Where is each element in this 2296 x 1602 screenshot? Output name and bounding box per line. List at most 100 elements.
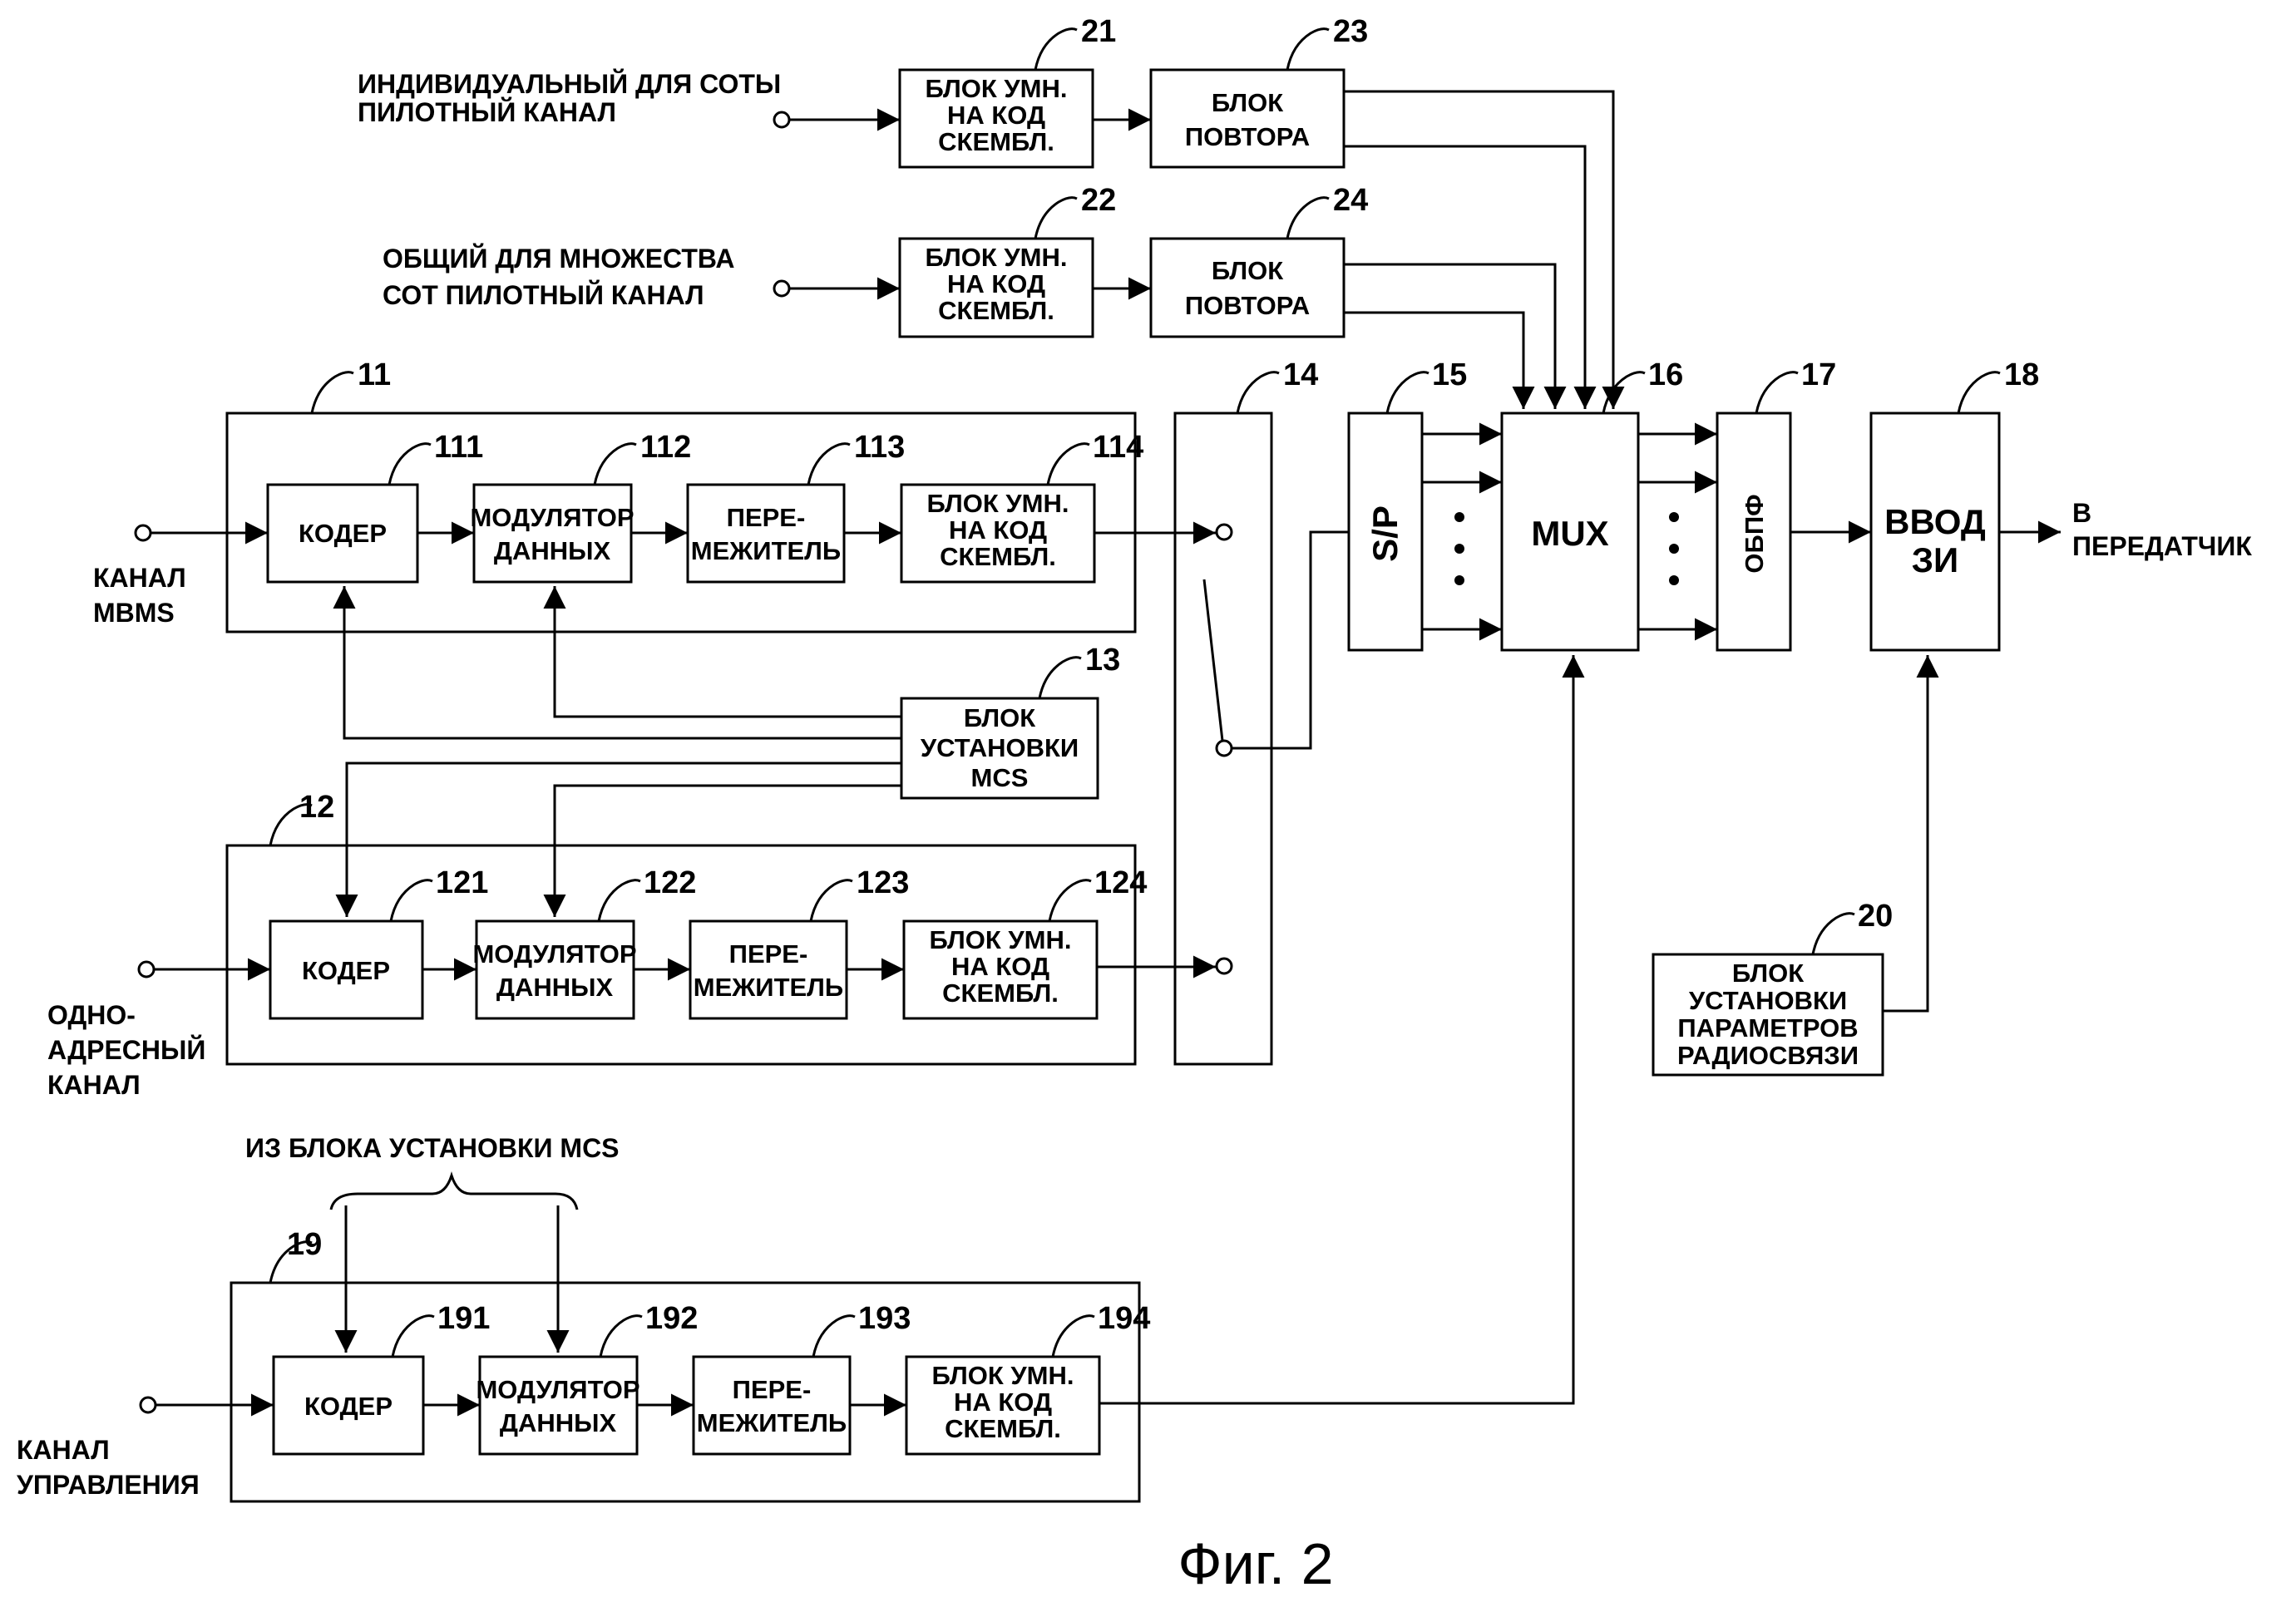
block-124-line-2: НА КОД <box>951 952 1049 981</box>
ref-18: 18 <box>2004 357 2039 392</box>
block-114-line-3: СКЕМБЛ. <box>940 542 1056 571</box>
ellipsis-sp-mux <box>1454 512 1464 585</box>
ref-22: 22 <box>1081 183 1116 218</box>
input-terminal-unicast <box>137 960 156 978</box>
label-mcs-note: ИЗ БЛОКА УСТАНОВКИ MCS <box>245 1133 620 1163</box>
block-23-line-1: БЛОК <box>1212 88 1283 117</box>
block-17-label: ОБПФ <box>1740 494 1769 573</box>
block-191: КОДЕР <box>272 1355 425 1456</box>
ref-19: 19 <box>287 1227 322 1262</box>
block-193-line-2: МЕЖИТЕЛЬ <box>697 1408 847 1437</box>
reference-leaders <box>269 27 2001 1358</box>
ellipsis-mux-ifft <box>1669 512 1679 585</box>
label-cell-pilot-line-2: ПИЛОТНЫЙ КАНАЛ <box>358 97 616 127</box>
block-17: ОБПФ <box>1716 412 1792 652</box>
block-113-line-2: МЕЖИТЕЛЬ <box>691 536 841 565</box>
block-13: БЛОК УСТАНОВКИ MCS <box>900 697 1099 800</box>
ref-15: 15 <box>1432 357 1467 392</box>
ref-12: 12 <box>299 790 334 825</box>
ref-191: 191 <box>437 1301 490 1336</box>
block-18-line-1: ВВОД <box>1884 502 1986 541</box>
block-114: БЛОК УМН. НА КОД СКЕМБЛ. <box>900 483 1096 584</box>
block-123-line-1: ПЕРЕ- <box>729 939 808 969</box>
label-cell-pilot-line-1: ИНДИВИДУАЛЬНЫЙ ДЛЯ СОТЫ <box>358 69 781 99</box>
block-192-line-2: ДАННЫХ <box>500 1408 617 1437</box>
input-terminal-common-pilot <box>773 279 791 298</box>
label-unicast-line-3: КАНАЛ <box>47 1070 141 1100</box>
block-13-line-2: УСТАНОВКИ <box>921 733 1079 762</box>
block-124: БЛОК УМН. НА КОД СКЕМБЛ. <box>902 919 1099 1020</box>
switch-terminal-common <box>1215 739 1233 757</box>
ref-112: 112 <box>640 430 691 465</box>
block-124-line-1: БЛОК УМН. <box>929 925 1071 954</box>
label-output-line-2: ПЕРЕДАТЧИК <box>2072 531 2252 561</box>
ref-20: 20 <box>1858 899 1893 934</box>
block-194-line-3: СКЕМБЛ. <box>945 1414 1061 1443</box>
block-122: МОДУЛЯТОР ДАННЫХ <box>472 919 637 1020</box>
block-20-line-4: РАДИОСВЯЗИ <box>1677 1041 1859 1070</box>
ref-192: 192 <box>645 1301 698 1336</box>
block-21: БЛОК УМН. НА КОД СКЕМБЛ. <box>898 68 1094 169</box>
switch-blade <box>1202 579 1224 742</box>
ref-14: 14 <box>1283 357 1318 392</box>
block-18: ВВОД ЗИ <box>1869 412 2001 652</box>
block-122-line-2: ДАННЫХ <box>496 973 614 1002</box>
block-114-line-1: БЛОК УМН. <box>926 489 1069 518</box>
block-24-line-1: БЛОК <box>1212 256 1283 285</box>
block-20-line-1: БЛОК <box>1732 959 1804 988</box>
block-113-line-1: ПЕРЕ- <box>727 503 806 532</box>
ref-24: 24 <box>1333 183 1368 218</box>
block-23: БЛОК ПОВТОРА <box>1149 68 1346 169</box>
label-control-line-1: КАНАЛ <box>17 1435 110 1465</box>
ref-111: 111 <box>434 430 483 465</box>
block-16: MUX <box>1500 412 1640 652</box>
block-22: БЛОК УМН. НА КОД СКЕМБЛ. <box>898 237 1094 338</box>
block-15-label: S/P <box>1365 505 1405 562</box>
block-16-label: MUX <box>1531 514 1608 553</box>
block-193-line-1: ПЕРЕ- <box>733 1375 812 1404</box>
label-mbms-line-1: КАНАЛ <box>93 563 186 593</box>
ref-122: 122 <box>644 865 696 900</box>
block-18-line-2: ЗИ <box>1912 540 1959 579</box>
group-frame-12 <box>225 844 1137 1066</box>
figure-caption: Фиг. 2 <box>1178 1531 1333 1596</box>
label-common-pilot-line-1: ОБЩИЙ ДЛЯ МНОЖЕСТВА <box>383 244 735 274</box>
block-192-line-1: МОДУЛЯТОР <box>476 1375 639 1404</box>
block-21-line-1: БЛОК УМН. <box>925 74 1067 103</box>
label-common-pilot-line-2: СОТ ПИЛОТНЫЙ КАНАЛ <box>383 280 704 310</box>
block-112-line-2: ДАННЫХ <box>494 536 611 565</box>
block-121-line-1: КОДЕР <box>302 956 390 985</box>
label-unicast-line-2: АДРЕСНЫЙ <box>47 1035 205 1065</box>
block-112: МОДУЛЯТОР ДАННЫХ <box>470 483 634 584</box>
block-111-line-1: КОДЕР <box>299 519 387 548</box>
block-194-line-2: НА КОД <box>954 1388 1052 1417</box>
block-20-line-2: УСТАНОВКИ <box>1689 986 1847 1015</box>
label-mbms-line-2: MBMS <box>93 598 175 628</box>
group-frame-11 <box>225 412 1137 633</box>
group-frame-19 <box>230 1281 1141 1503</box>
block-111: КОДЕР <box>266 483 419 584</box>
ref-114: 114 <box>1093 430 1143 465</box>
ref-11: 11 <box>358 357 391 392</box>
block-22-line-1: БЛОК УМН. <box>925 243 1067 272</box>
block-112-line-1: МОДУЛЯТОР <box>470 503 634 532</box>
input-terminal-cell-pilot <box>773 111 791 129</box>
ref-21: 21 <box>1081 14 1116 49</box>
block-123: ПЕРЕ- МЕЖИТЕЛЬ <box>689 919 848 1020</box>
block-192: МОДУЛЯТОР ДАННЫХ <box>476 1355 640 1456</box>
block-191-line-1: КОДЕР <box>304 1392 393 1421</box>
ref-123: 123 <box>857 865 909 900</box>
ref-113: 113 <box>854 430 905 465</box>
ref-121: 121 <box>436 865 488 900</box>
ref-194: 194 <box>1098 1301 1150 1336</box>
ref-124: 124 <box>1094 865 1147 900</box>
input-terminal-mbms <box>134 524 152 542</box>
switch-terminal-bottom <box>1215 957 1233 975</box>
ref-17: 17 <box>1801 357 1836 392</box>
input-terminal-control <box>139 1396 157 1414</box>
block-20: БЛОК УСТАНОВКИ ПАРАМЕТРОВ РАДИОСВЯЗИ <box>1652 953 1884 1077</box>
block-24: БЛОК ПОВТОРА <box>1149 237 1346 338</box>
block-124-line-3: СКЕМБЛ. <box>942 978 1059 1008</box>
block-22-line-3: СКЕМБЛ. <box>938 296 1054 325</box>
